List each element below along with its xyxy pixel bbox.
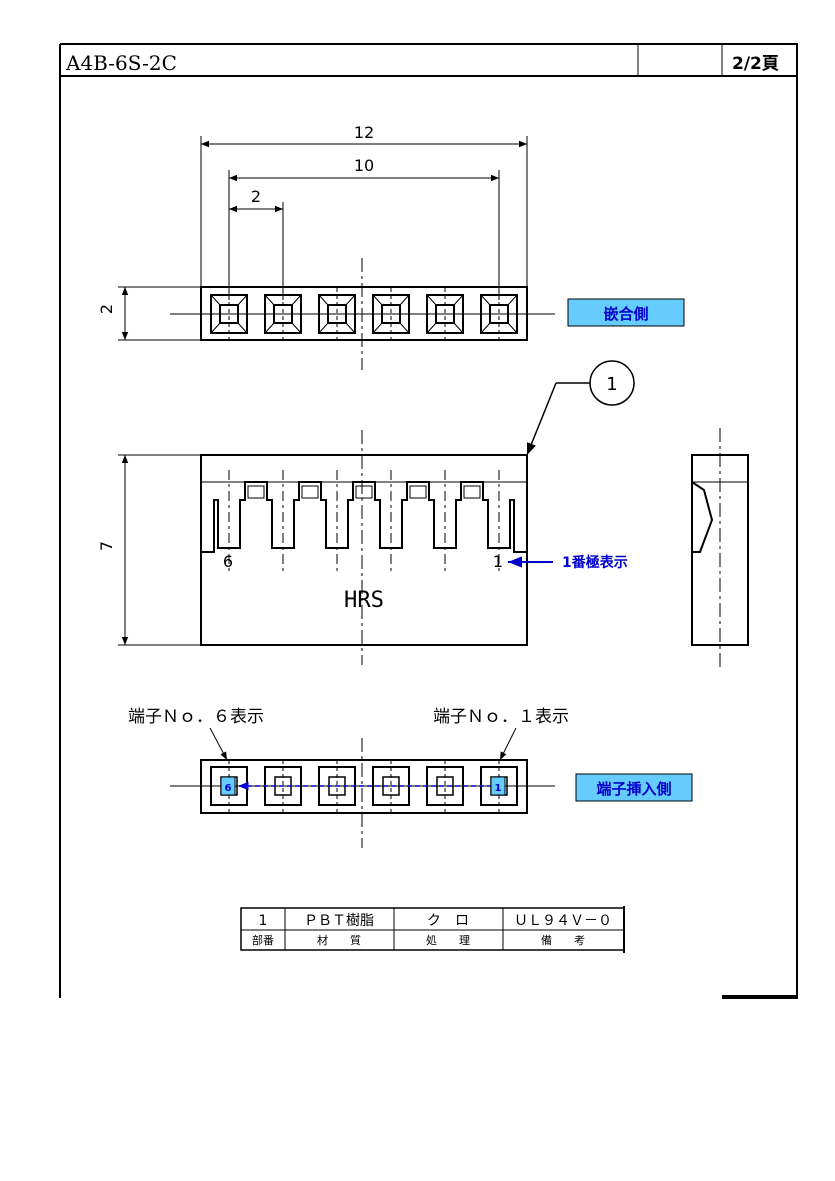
side-view: [691, 428, 749, 670]
front-latch-window: [463, 485, 481, 499]
table-header-treatment: 処 理: [426, 934, 470, 947]
terminal-no6-label: 端子Ｎｏ．６表示: [128, 707, 264, 727]
terminal-leaders: [209, 727, 517, 761]
top-view: [170, 258, 555, 370]
page-number: 2/2頁: [732, 54, 779, 74]
dim-pin-span: 10: [354, 156, 374, 175]
pin1-indicator-label: 1番極表示: [562, 554, 628, 571]
table-cell-remarks: ＵＬ９４Ｖ－０: [514, 913, 612, 929]
balloon-number: 1: [606, 374, 617, 395]
front-latch-window: [409, 485, 427, 499]
insertion-side-label: 端子挿入側: [596, 780, 671, 798]
top-cavity: [480, 288, 518, 340]
table-cell-material: ＰＢＴ樹脂: [304, 913, 374, 929]
hrs-logo: HRS: [344, 588, 384, 613]
bottom-pin-1-label: 1: [495, 783, 502, 794]
table-header-part-no: 部番: [252, 933, 274, 947]
mating-side-label: 嵌合側: [603, 305, 648, 323]
table-cell-treatment: ク ロ: [427, 913, 469, 929]
table-header-remarks: 備 考: [541, 934, 585, 947]
front-view: [200, 430, 528, 665]
front-latch-window: [247, 485, 265, 499]
top-cavity: [318, 288, 356, 340]
table-cell-part-no: 1: [259, 913, 268, 929]
dim-depth: 2: [97, 304, 116, 314]
top-cavity: [426, 288, 464, 340]
part-number: A4B-6S-2C: [65, 51, 177, 75]
terminal-no1-label: 端子Ｎｏ．１表示: [433, 707, 569, 727]
top-cavity: [372, 288, 410, 340]
part-balloon: [526, 360, 635, 456]
dim-height: 7: [97, 541, 116, 551]
parts-table: [240, 906, 625, 953]
dim-overall-width: 12: [354, 123, 374, 142]
front-pin-1-label: 1: [493, 552, 503, 571]
front-latch-window: [355, 485, 373, 499]
bottom-pin-6-label: 6: [225, 783, 232, 794]
dimension-lines: [118, 136, 528, 646]
top-cavity: [264, 288, 302, 340]
dim-pitch: 2: [251, 187, 261, 206]
top-cavity: [210, 288, 248, 340]
front-latch-window: [301, 485, 319, 499]
mating-side-label-box: [567, 298, 685, 327]
bottom-pin-6-box: [220, 776, 236, 796]
bottom-pin-1-box: [490, 776, 506, 796]
front-pin-6-label: 6: [223, 552, 233, 571]
table-header-material: 材 質: [317, 933, 361, 947]
insertion-side-label-box: [575, 773, 693, 802]
drawing-frame: [59, 43, 798, 999]
